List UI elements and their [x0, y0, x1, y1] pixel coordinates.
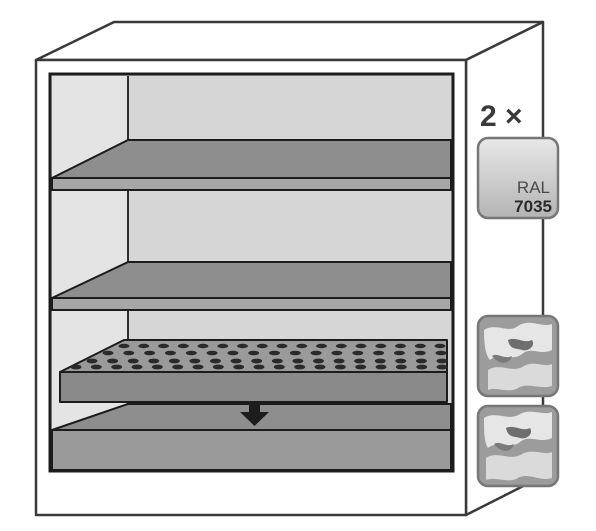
insert-hole — [333, 358, 345, 364]
marble-texture-icon — [476, 314, 560, 398]
insert-hole — [435, 350, 447, 356]
insert-hole — [395, 358, 407, 364]
insert-hole — [414, 343, 426, 349]
insert-hole — [253, 364, 265, 370]
insert-hole — [123, 350, 135, 356]
insert-hole — [395, 343, 406, 349]
insert-hole — [294, 364, 306, 370]
insert-hole — [375, 343, 387, 349]
insert-hole — [296, 343, 308, 349]
insert-hole — [172, 364, 184, 370]
perforated-insert — [59, 339, 448, 403]
shelf-middle — [51, 261, 452, 311]
insert-hole — [107, 358, 119, 364]
insert-hole — [90, 364, 102, 370]
insert-hole — [189, 358, 201, 364]
insert-hole — [436, 364, 448, 370]
insert-hole — [355, 364, 367, 370]
insert-hole — [416, 364, 428, 370]
insert-hole — [148, 358, 160, 364]
insert-hole — [138, 343, 150, 349]
insert-hole — [168, 358, 180, 364]
shelf-upper — [51, 139, 452, 191]
insert-hole — [334, 364, 346, 370]
insert-hole — [276, 343, 288, 349]
insert-hole — [185, 350, 197, 356]
arrow-down-icon — [240, 404, 269, 426]
insert-hole — [233, 364, 245, 370]
ral-color-swatch: RAL 7035 — [476, 136, 560, 220]
insert-hole — [131, 364, 143, 370]
insert-hole — [273, 364, 285, 370]
insert-hole — [393, 350, 405, 356]
quantity-label: 2 × — [480, 100, 523, 133]
insert-hole — [127, 358, 139, 364]
insert-hole — [206, 350, 218, 356]
insert-hole — [314, 364, 326, 370]
insert-hole — [111, 364, 123, 370]
sump-tray — [51, 403, 452, 471]
insert-hole — [212, 364, 224, 370]
marble-texture-icon — [476, 404, 560, 488]
insert-hole — [86, 358, 98, 364]
insert-hole — [164, 350, 176, 356]
insert-hole — [310, 350, 322, 356]
cabinet-top — [34, 20, 545, 62]
insert-hole — [144, 350, 156, 356]
insert-hole — [415, 358, 427, 364]
insert-hole — [158, 343, 169, 349]
insert-hole — [335, 343, 347, 349]
insert-hole — [269, 350, 280, 356]
insert-hole — [375, 364, 387, 370]
insert-hole — [354, 358, 366, 364]
insert-hole — [316, 343, 327, 349]
insert-hole — [102, 350, 114, 356]
insert-hole — [70, 364, 82, 370]
insert-hole — [313, 358, 324, 364]
insert-hole — [237, 343, 248, 349]
insert-hole — [230, 358, 242, 364]
insert-hole — [118, 343, 130, 349]
insert-hole — [436, 358, 448, 364]
insert-hole — [434, 343, 446, 349]
insert-hole — [177, 343, 189, 349]
insert-hole — [256, 343, 268, 349]
insert-hole — [210, 358, 221, 364]
ral-label: RAL — [517, 178, 550, 197]
insert-hole — [227, 350, 239, 356]
insert-hole — [271, 358, 283, 364]
insert-hole — [217, 343, 229, 349]
insert-hole — [292, 358, 304, 364]
insert-hole — [192, 364, 204, 370]
insert-hole — [373, 350, 385, 356]
insert-hole — [248, 350, 260, 356]
insert-hole — [289, 350, 301, 356]
insert-hole — [251, 358, 263, 364]
insert-hole — [395, 364, 407, 370]
insert-hole — [197, 343, 209, 349]
insert-hole — [352, 350, 364, 356]
insert-holes — [70, 343, 448, 370]
insert-hole — [355, 343, 367, 349]
insert-hole — [331, 350, 343, 356]
insert-hole — [374, 358, 386, 364]
insert-hole — [414, 350, 426, 356]
ral-code: 7035 — [514, 197, 552, 216]
insert-hole — [151, 364, 163, 370]
